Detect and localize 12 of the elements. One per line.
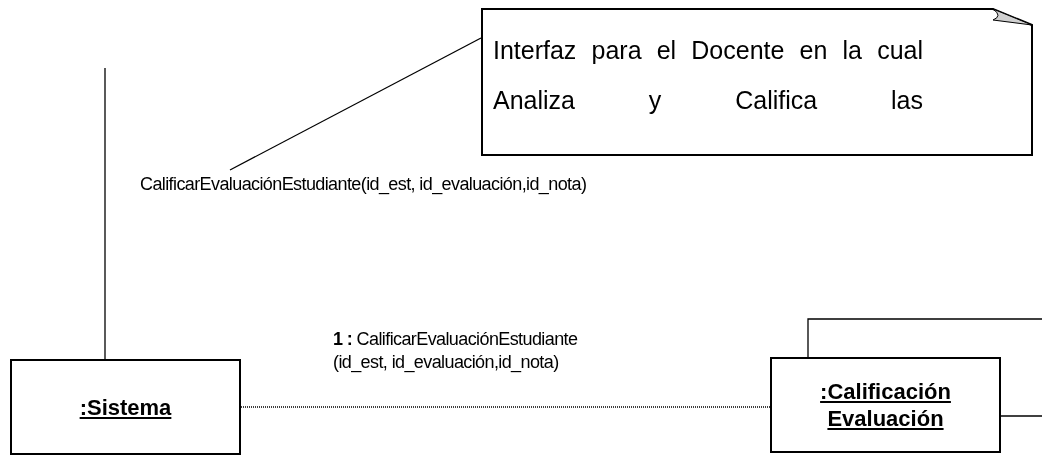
object-name: :Sistema: [78, 393, 173, 421]
connector-line: [240, 406, 771, 408]
leader-line: [229, 37, 482, 171]
connector-line: [104, 67, 106, 360]
object-name: :Calificación Evaluación: [819, 378, 952, 432]
connector-line: [1000, 415, 1042, 417]
message-label: CalificarEvaluaciónEstudiante(id_est, id_evaluación,id_nota): [140, 173, 588, 197]
object-box: [10, 359, 241, 455]
connector-line: [807, 318, 1042, 358]
object-box: [770, 357, 1001, 453]
note-box: [481, 8, 1033, 156]
note-text: Interfaz para el Docente en la cual Analiza y Califica las: [493, 35, 923, 116]
